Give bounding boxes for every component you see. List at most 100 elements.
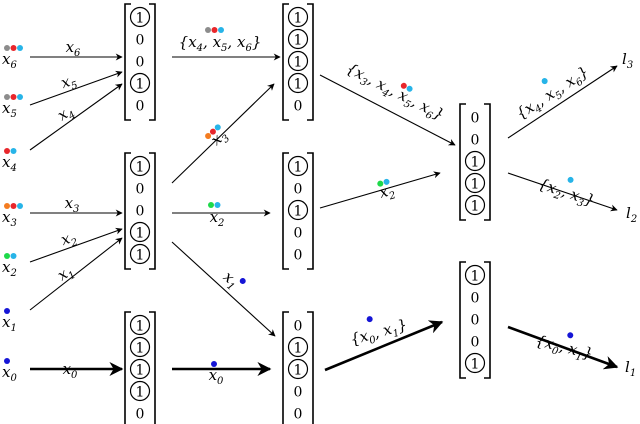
label-x0: x0​	[63, 360, 78, 381]
vector-entry: 1	[294, 11, 303, 27]
circled-entry	[464, 264, 486, 286]
label-v5-v7: x2​	[377, 178, 397, 203]
blue-dot	[211, 361, 217, 367]
blue-dot	[366, 316, 373, 323]
vector-entry: 0	[471, 313, 480, 329]
color-dots	[366, 316, 373, 323]
circled-entry	[129, 358, 151, 380]
label-v1-v4: {x4​, x5​, x6​}	[179, 27, 261, 54]
vector-entry: 1	[294, 341, 303, 357]
color-dots	[211, 361, 217, 367]
color-dots	[541, 78, 548, 85]
svg-text:x4​: x4​	[54, 101, 78, 127]
cyan-dot	[17, 203, 23, 209]
circled-entry	[287, 358, 309, 380]
label-v2-v5: x2​	[208, 202, 224, 229]
cyan-dot	[17, 45, 23, 51]
edge-x5-v1	[29, 70, 123, 106]
edge-v4-v7	[319, 74, 456, 146]
vector-entry: 0	[471, 133, 480, 149]
input-x0: x0	[2, 358, 17, 384]
svg-text:x3​: x3​	[65, 194, 80, 215]
cyan-dot	[383, 178, 390, 185]
svg-text:x1​: x1​	[54, 261, 78, 287]
circled-entry	[129, 72, 151, 94]
label-v8-l1: {x0​, x1​}	[534, 331, 595, 363]
output-label: l2	[626, 204, 637, 225]
color-dots	[377, 178, 390, 187]
right-bracket	[307, 3, 314, 121]
vector-entry: 1	[136, 319, 145, 335]
cyan-dot	[10, 253, 17, 259]
vector-entry: 0	[294, 248, 303, 264]
cyan-dot	[214, 124, 221, 131]
input-x3: x3	[2, 203, 23, 229]
blue-dot	[239, 278, 246, 285]
svg-text:x0​: x0​	[209, 366, 224, 387]
color-dots	[4, 308, 10, 314]
label-v4-v7: {x3​, x4​, x5​, x6​}	[342, 59, 447, 126]
vector-entry: 0	[294, 99, 303, 115]
left-bracket	[124, 152, 131, 270]
cyan-dot	[406, 85, 413, 92]
circled-entry	[129, 380, 151, 402]
red-dot	[211, 27, 218, 33]
vector-entry: 1	[294, 55, 303, 71]
vector-entry: 1	[136, 11, 145, 27]
left-bracket	[282, 152, 289, 270]
red-dot	[400, 82, 407, 89]
right-bracket	[484, 261, 491, 379]
vector-entry: 1	[136, 363, 145, 379]
color-dots	[567, 176, 574, 183]
color-dots	[205, 124, 221, 140]
vector-entry: 1	[136, 160, 145, 176]
svg-text:{x4​, x5​, x6​}: {x4​, x5​, x6​}	[513, 63, 594, 126]
circled-entry	[287, 336, 309, 358]
right-bracket	[307, 311, 314, 424]
gray-dot	[4, 94, 10, 100]
output-l2: l2	[626, 204, 637, 225]
vector-entry: 0	[294, 226, 303, 242]
svg-text:{x0​, x1​}: {x0​, x1​}	[348, 316, 410, 352]
svg-text:{x3​, x4​, x5​, x6​}: {x3​, x4​, x5​, x6​}	[342, 59, 447, 126]
input-label: x1	[2, 313, 17, 334]
input-label: x0	[2, 363, 17, 384]
vector-entry: 0	[294, 407, 303, 423]
left-bracket	[459, 103, 466, 221]
color-dots	[208, 202, 221, 208]
vector-entry: 0	[471, 111, 480, 127]
circled-entry	[129, 155, 151, 177]
vector-entry: 1	[136, 77, 145, 93]
circled-entry	[129, 6, 151, 28]
svg-text:{x2​, x3​}: {x2​, x3​}	[535, 175, 597, 213]
color-dots	[205, 27, 224, 33]
red-dot	[10, 45, 17, 51]
edges-layer: x6​x5​x4​x3​x2​x1​x0​{x4​, x5​, x6​}x3​x…	[29, 27, 619, 387]
svg-text:x2​: x2​	[210, 208, 225, 229]
circled-entry	[287, 6, 309, 28]
red-dot	[4, 148, 10, 154]
color-dots	[567, 332, 574, 339]
vector-entry: 1	[294, 160, 303, 176]
vector-entry: 1	[294, 77, 303, 93]
left-bracket	[124, 311, 131, 424]
vector-entry: 0	[294, 319, 303, 335]
vector-entry: 1	[136, 385, 145, 401]
color-dots	[4, 253, 17, 259]
blue-dot	[4, 308, 10, 314]
vector-entry: 1	[294, 204, 303, 220]
color-dots	[4, 148, 17, 154]
svg-text:x1​: x1​	[218, 268, 243, 294]
circled-entry	[129, 243, 151, 265]
input-x4: x4	[2, 148, 17, 174]
input-label: x4	[2, 153, 17, 174]
label-v7-l3: {x4​, x5​, x6​}	[513, 63, 594, 126]
output-l1: l1	[625, 358, 636, 379]
